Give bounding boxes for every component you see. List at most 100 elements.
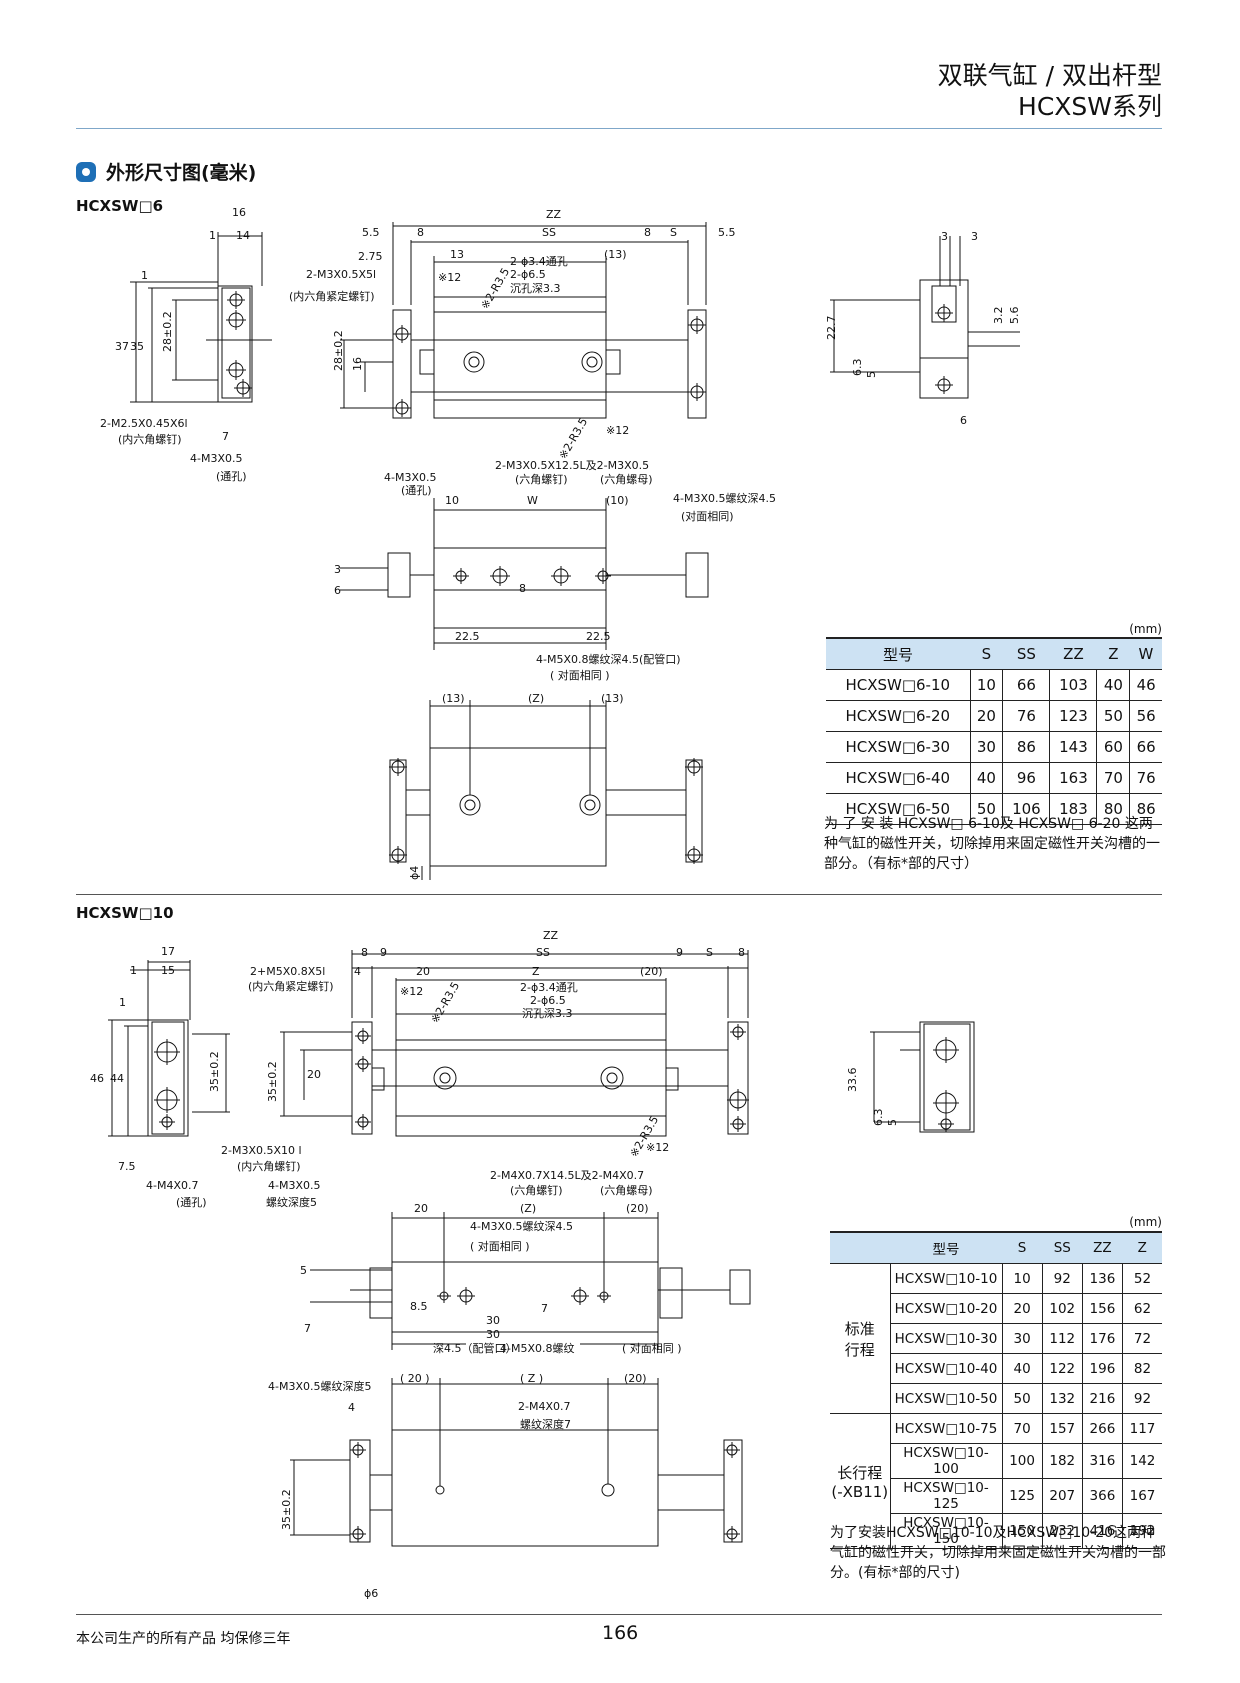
section-divider (76, 894, 1162, 895)
hole (468, 356, 480, 368)
value-cell: 316 (1081, 1443, 1123, 1479)
dimension-label: ※12 (606, 424, 629, 437)
dimension-label: 4-M5X0.8螺纹深4.5(配管口) (536, 652, 681, 666)
value-cell: 157 (1041, 1413, 1083, 1444)
dimension-label: 8.5 (410, 1300, 428, 1313)
value-cell: 416 (1081, 1513, 1123, 1549)
dimension-label: 20 (416, 965, 430, 978)
outline (151, 1021, 185, 1135)
dimension-label: ※12 (438, 271, 461, 284)
dimension-label: 2-M4X0.7 (518, 1400, 571, 1413)
value-cell: 70 (1096, 762, 1130, 794)
dimension-label: 2-M3X0.5X12.5L及2-M3X0.5 (495, 459, 649, 472)
dimension-label: 7 (541, 1302, 548, 1315)
outline (392, 309, 412, 419)
value-cell: 232 (1041, 1513, 1083, 1549)
dimension-label: 1 (119, 996, 126, 1009)
dimension-label: 5.6 (1008, 307, 1021, 325)
hole (459, 794, 481, 816)
dimension-label: 44 (110, 1072, 124, 1085)
outline (371, 1067, 385, 1091)
dimension-label: 7 (222, 430, 229, 443)
dimension-label: ※2-R3.5 (428, 980, 462, 1026)
value-cell: 10 (1001, 1263, 1043, 1294)
dimension-label: (通孔) (401, 484, 432, 497)
value-cell: 103 (1049, 669, 1097, 701)
hole (601, 1483, 615, 1497)
footer-warranty: 本公司生产的所有产品 均保修三年 (76, 1631, 291, 1647)
dimension-label: W (527, 494, 538, 507)
outline (419, 349, 435, 375)
drawing6 (130, 222, 1020, 880)
outline (433, 547, 607, 629)
col-header: 型号 (890, 1231, 1002, 1264)
value-cell: 50 (1001, 1383, 1043, 1414)
value-cell: 122 (1041, 1353, 1083, 1384)
outline (723, 1439, 743, 1543)
model10-unit: (mm) (1129, 1215, 1162, 1229)
outline (391, 1429, 659, 1547)
dimension-label: (Z) (528, 692, 544, 705)
dimension-label: (20) (626, 1202, 649, 1215)
dimension-label: 1 (130, 964, 137, 977)
dimension-label: 30 (486, 1328, 500, 1341)
outline (429, 747, 607, 867)
dimension-label: 5.5 (718, 226, 736, 239)
value-cell: 176 (1081, 1323, 1123, 1354)
dimension-label: 8 (644, 226, 651, 239)
model-cell: HCXSW□10-30 (889, 1323, 1002, 1354)
dimension-label: (六角螺母) (600, 1184, 653, 1197)
dimension-label: 35 (130, 340, 144, 353)
dimension-label: 2+M5X0.8X5l (250, 965, 325, 978)
page-number: 166 (602, 1622, 639, 1644)
dimension-label: 35±0.2 (208, 1051, 221, 1092)
model-cell: HCXSW□10-100 (889, 1443, 1002, 1479)
dimension-label: 16 (232, 206, 246, 219)
value-cell: 143 (1049, 731, 1097, 763)
model10-header-row: 型号 S SS ZZ Z (830, 1231, 1162, 1264)
value-cell: 106 (1002, 793, 1050, 825)
dimension-label: 28±0.2 (161, 311, 174, 352)
dimension-label: 14 (236, 229, 250, 242)
dimension-label: 22.5 (455, 630, 480, 643)
dimension-label: 30 (486, 1314, 500, 1327)
dimension-label: 4-M3X0.5螺纹深4.5 (470, 1219, 573, 1233)
value-cell: 82 (1122, 1353, 1162, 1384)
dimension-label: 37 (115, 340, 129, 353)
dimension-label: 2-ϕ3.4通孔 (520, 981, 578, 994)
value-cell: 96 (1002, 762, 1050, 794)
value-cell: 112 (1041, 1323, 1083, 1354)
dimension-label: 8 (519, 582, 526, 595)
dimension-label: 3.2 (992, 307, 1005, 325)
outline (727, 1021, 749, 1135)
dimension-label: (10) (606, 494, 629, 507)
col-header: Z (1096, 637, 1130, 670)
section-bullet-icon (76, 161, 96, 182)
dimension-label: 22.5 (586, 630, 611, 643)
dimension-label: 2-ϕ6.5 (510, 268, 546, 281)
dimension-label: 2-M3X0.5X5l (306, 268, 376, 281)
value-cell: 192 (1122, 1513, 1162, 1549)
outline (687, 309, 707, 419)
value-cell: 100 (1001, 1443, 1043, 1479)
dimension-label: 4-M3X0.5螺纹深4.5 (673, 491, 776, 505)
outline (659, 1267, 683, 1319)
model-cell: HCXSW□6-20 (826, 700, 970, 732)
model-cell: HCXSW□6-10 (826, 669, 970, 701)
dimension-label: (六角螺钉) (515, 473, 568, 486)
dimension-label: 10 (445, 494, 459, 507)
value-cell: 182 (1041, 1443, 1083, 1479)
outline (919, 1021, 975, 1133)
dimension-label: 33.6 (846, 1068, 859, 1093)
model6-unit: (mm) (1129, 622, 1162, 636)
dimension-label: Z (532, 965, 540, 978)
model-cell: HCXSW□10-10 (889, 1263, 1002, 1294)
